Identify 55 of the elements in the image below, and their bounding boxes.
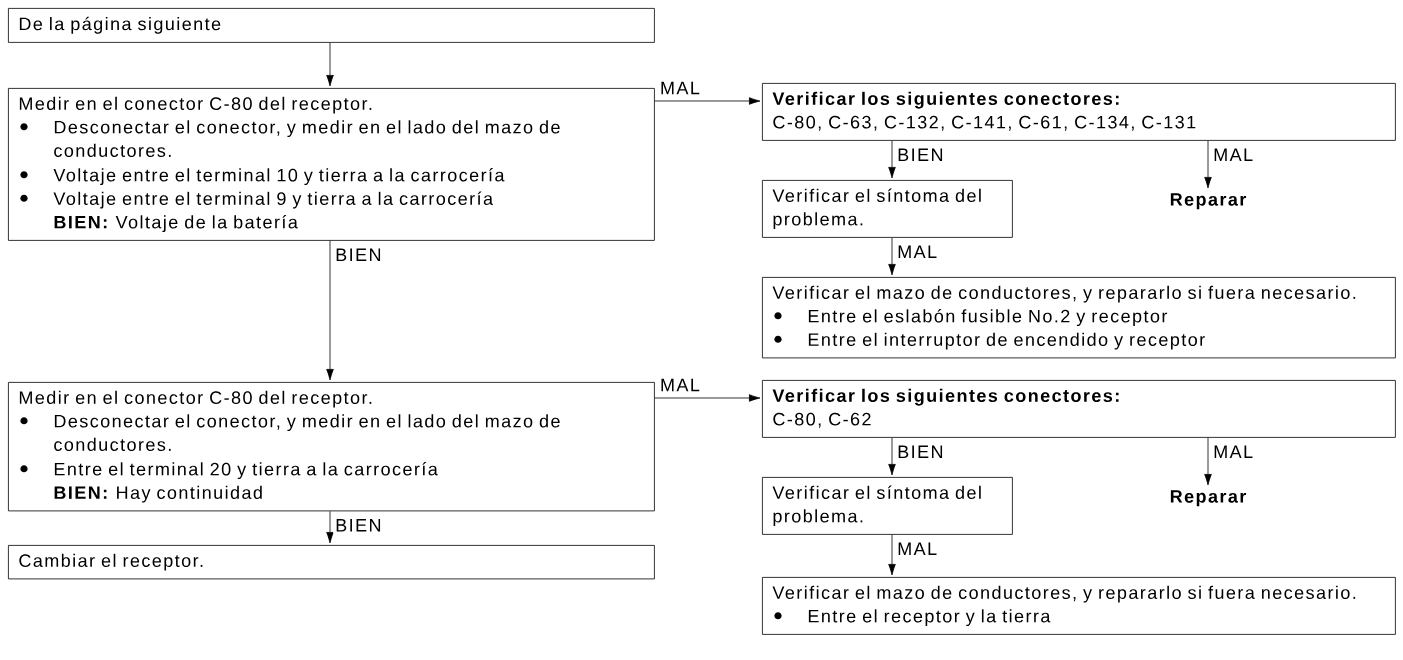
step-text: Verificar el mazo de conductores, y repararlo si fuera necesario. <box>772 285 1356 303</box>
step-text: C-80, C-63, C-132, C-141, C-61, C-134, C-131 <box>773 115 1196 131</box>
step-text: Verificar el mazo de conductores, y repararlo si fuera necesario. <box>772 585 1356 603</box>
arrow <box>326 510 334 544</box>
edge-label: BIEN <box>333 517 384 534</box>
edge-label: MAL <box>895 243 940 260</box>
result-text: BIEN: Voltaje de la batería <box>54 215 298 233</box>
step-text: De la página siguiente <box>19 16 221 34</box>
step-text: Verificar el síntoma del problema. <box>772 485 981 527</box>
step-text: Verificar el síntoma del problema. <box>772 188 981 230</box>
process-box <box>762 83 1396 141</box>
edge-label: MAL <box>658 79 702 97</box>
process-box <box>762 380 1396 438</box>
arrow <box>888 534 896 576</box>
arrow <box>1204 140 1212 189</box>
process-box <box>8 8 655 43</box>
list-item: Desconectar el conector, y medir en el lado del mazo de conductores. <box>54 120 560 157</box>
arrow <box>888 237 896 276</box>
arrow <box>326 42 334 87</box>
result-text: Reparar <box>1170 193 1247 210</box>
edge-label: BIEN <box>895 146 946 163</box>
arrow <box>654 97 761 105</box>
arrow <box>888 140 896 179</box>
process-box <box>762 477 1013 535</box>
edge-label: MAL <box>1211 146 1256 163</box>
heading-text: Verificar los siguientes conectores: <box>772 388 1119 406</box>
process-box <box>8 88 655 241</box>
edge-label: MAL <box>895 540 940 557</box>
list-item: Entre el receptor y la tierra <box>808 609 1051 627</box>
heading-text: Verificar los siguientes conectores: <box>772 91 1119 109</box>
arrow <box>1204 437 1212 486</box>
process-box <box>8 382 655 512</box>
step-text: Cambiar el receptor. <box>19 553 203 571</box>
list-item: Desconectar el conector, y medir en el lado del mazo de conductores. <box>54 414 560 451</box>
list-item: Entre el interruptor de encendido y receptor <box>808 332 1205 350</box>
edge-label: BIEN <box>895 443 946 460</box>
result-text: Reparar <box>1170 490 1247 507</box>
edge-label: BIEN <box>333 246 384 263</box>
result-text: BIEN: Hay continuidad <box>54 485 262 503</box>
arrow <box>326 240 334 381</box>
list-item: Entre el eslabón fusible No.2 y receptor <box>808 309 1168 327</box>
process-box <box>8 545 655 580</box>
list-item: Entre el terminal 20 y tierra a la carrocería <box>54 462 438 480</box>
step-text: C-80, C-62 <box>773 412 871 428</box>
arrow <box>654 394 761 402</box>
step-text: Medir en el conector C-80 del receptor. <box>19 390 372 408</box>
list-item: Voltaje entre el terminal 10 y tierra a la carrocería <box>53 168 505 186</box>
edge-label: MAL <box>1211 443 1256 460</box>
process-box <box>762 180 1013 238</box>
list-item: Voltaje entre el terminal 9 y tierra a la carrocería <box>53 191 493 209</box>
edge-label: MAL <box>658 376 702 394</box>
step-text: Medir en el conector C-80 del receptor. <box>19 96 372 114</box>
arrow <box>888 437 896 476</box>
process-box <box>762 577 1396 635</box>
process-box <box>762 277 1396 359</box>
